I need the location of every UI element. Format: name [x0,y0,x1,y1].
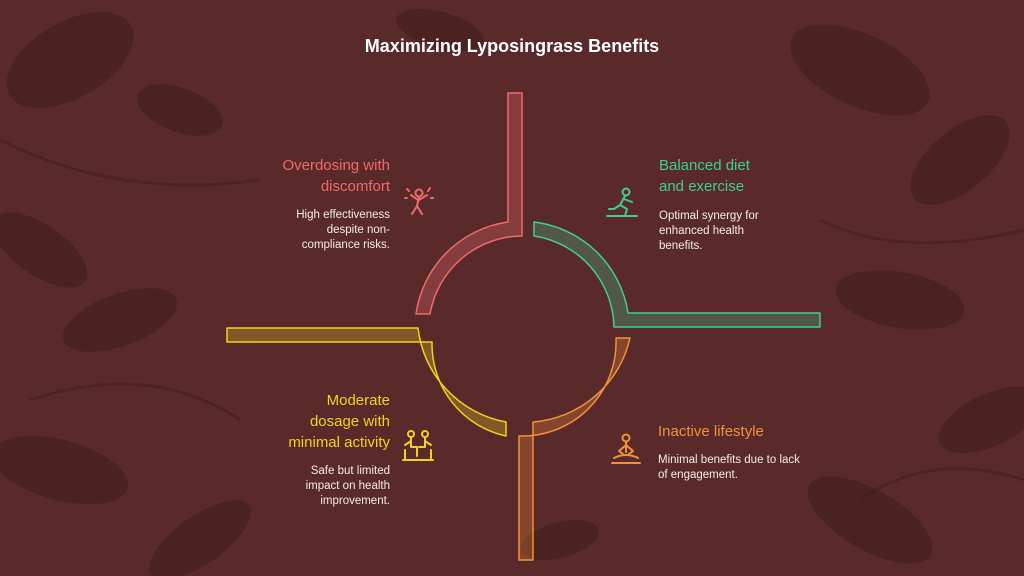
quadrant-bottom-right-heading: Inactive lifestyle [658,423,764,440]
arm-top-left [415,92,523,315]
quadrant-top-right-description: Optimal synergy for enhanced health bene… [659,210,759,252]
meditating-person-icon [611,433,641,464]
arm-top-right [533,221,821,328]
kneeling-person-icon [606,187,638,217]
arm-bottom-left [226,327,507,437]
dancing-person-icon [404,187,434,215]
quadrant-bottom-right-description: Minimal benefits due to lack of engageme… [658,454,800,481]
diagram-title: Maximizing Lyposingrass Benefits [364,36,660,56]
quadrant-top-left-description: High effectiveness despite non- complian… [296,209,390,251]
arm-bottom-right [518,337,631,561]
quadrant-top-right-heading: Balanced diet and exercise [659,157,750,195]
quadrant-bottom-left-heading: Moderate dosage with minimal activity [288,392,390,451]
quadrant-bottom-left-description: Safe but limited impact on health improv… [305,465,390,507]
sitting-people-icon [402,430,434,461]
quadrant-top-left-heading: Overdosing with discomfort [282,157,390,195]
